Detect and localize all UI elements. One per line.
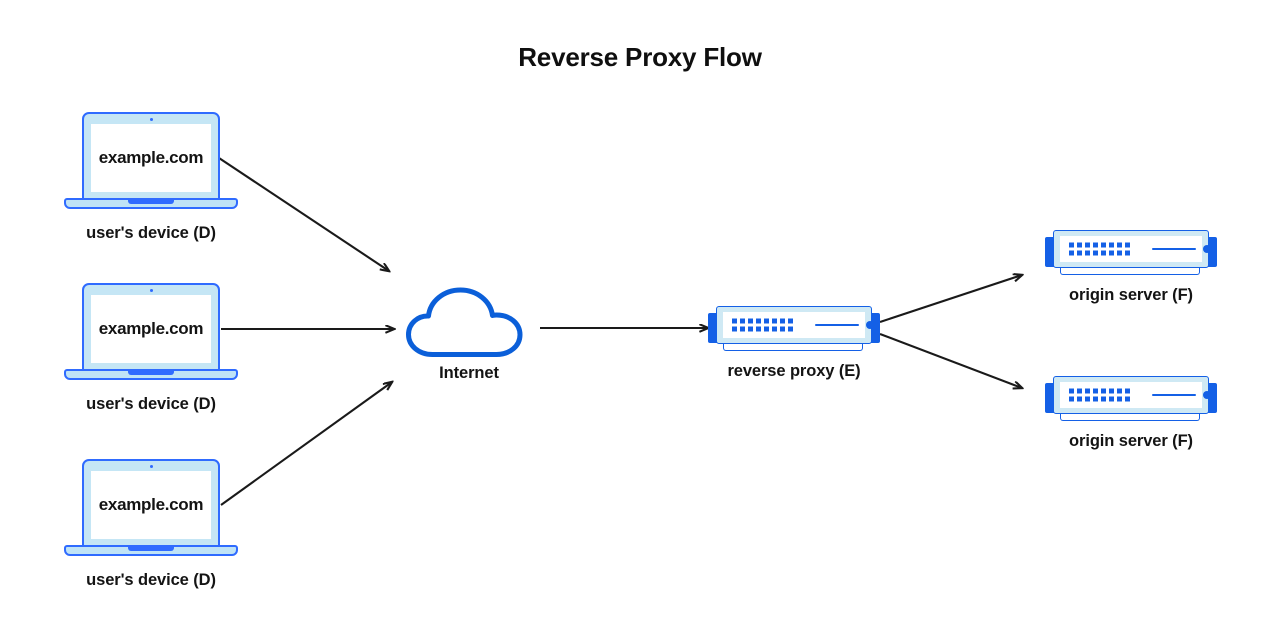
node-label-origin-server-1: origin server (F) — [1069, 286, 1193, 304]
server-led-icon — [1203, 245, 1211, 253]
node-label-user-device-1: user's device (D) — [86, 224, 216, 242]
cloud-icon — [406, 287, 523, 357]
server-tab-left — [708, 313, 717, 343]
server-face — [1060, 236, 1211, 262]
server-tab-right — [1208, 383, 1217, 413]
server-vents-icon — [1069, 242, 1130, 256]
node-label-reverse-proxy: reverse proxy (E) — [727, 362, 861, 380]
server-line — [1152, 248, 1196, 251]
laptop-lid: example.com — [82, 283, 220, 371]
laptop-base — [64, 545, 238, 556]
laptop-base — [64, 369, 238, 380]
laptop-base — [64, 198, 238, 209]
arrow-proxy-to-origin1 — [879, 275, 1022, 323]
laptop-screen: example.com — [91, 295, 211, 363]
server-tab-right — [871, 313, 880, 343]
node-user-device-3[interactable]: example.com user's device (D) — [64, 459, 238, 589]
node-origin-server-1[interactable]: origin server (F) — [1045, 228, 1217, 304]
server-vents-icon — [732, 318, 793, 332]
node-reverse-proxy[interactable]: reverse proxy (E) — [708, 304, 880, 380]
server-led-icon — [866, 321, 874, 329]
server-face — [1060, 382, 1211, 408]
page-title: Reverse Proxy Flow — [518, 42, 762, 72]
camera-icon — [149, 465, 153, 468]
laptop-screen-text: example.com — [98, 495, 204, 514]
arrow-client1-to-internet — [218, 157, 389, 271]
laptop-lid: example.com — [82, 459, 220, 547]
server-led-icon — [1203, 391, 1211, 399]
server-body — [1053, 230, 1211, 268]
laptop-screen: example.com — [91, 471, 211, 539]
laptop-screen: example.com — [91, 124, 211, 192]
node-label-user-device-3: user's device (D) — [86, 571, 216, 589]
server-line — [1152, 394, 1196, 397]
node-user-device-1[interactable]: example.com user's device (D) — [64, 112, 238, 242]
server-body — [716, 306, 874, 344]
laptop-notch — [128, 200, 174, 204]
server-tab-left — [1045, 383, 1054, 413]
arrow-proxy-to-origin2 — [879, 333, 1022, 388]
laptop-screen-text: example.com — [98, 148, 204, 167]
laptop-screen-text: example.com — [98, 319, 204, 338]
server-line — [815, 324, 859, 327]
server-body — [1053, 376, 1211, 414]
laptop-notch — [128, 371, 174, 375]
camera-icon — [149, 118, 153, 121]
server-tab-right — [1208, 237, 1217, 267]
server-vents-icon — [1069, 388, 1130, 402]
node-label-origin-server-2: origin server (F) — [1069, 432, 1193, 450]
node-label-internet: Internet — [439, 364, 499, 382]
server-face — [723, 312, 874, 338]
laptop-notch — [128, 547, 174, 551]
arrow-client3-to-internet — [220, 382, 392, 506]
node-user-device-2[interactable]: example.com user's device (D) — [64, 283, 238, 413]
server-tab-left — [1045, 237, 1054, 267]
node-label-user-device-2: user's device (D) — [86, 395, 216, 413]
camera-icon — [149, 289, 153, 292]
laptop-lid: example.com — [82, 112, 220, 200]
node-origin-server-2[interactable]: origin server (F) — [1045, 374, 1217, 450]
node-internet[interactable]: Internet — [402, 286, 536, 382]
